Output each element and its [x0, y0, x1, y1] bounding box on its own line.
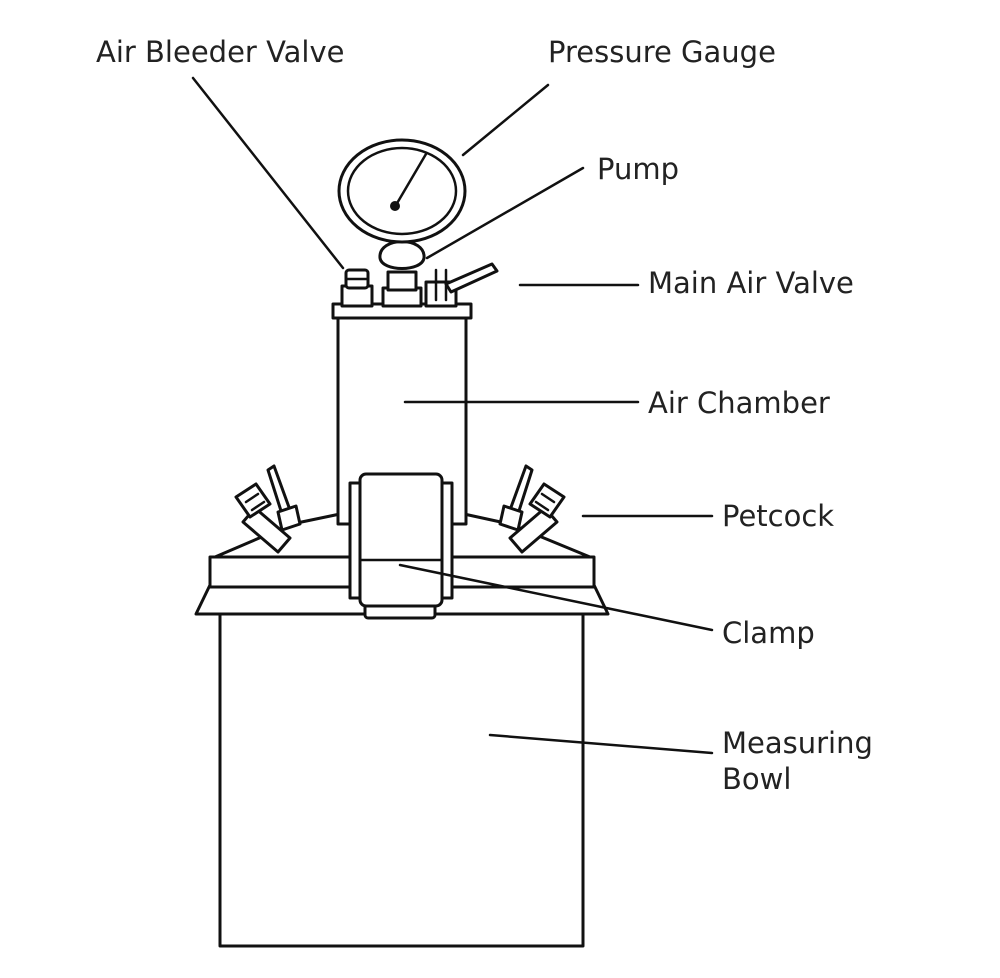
- measuring-bowl: [218, 612, 585, 948]
- leader-clamp: [398, 563, 714, 632]
- clamp: [348, 472, 454, 620]
- air-bleeder-valve: [340, 268, 374, 308]
- leader-measuring-bowl: [488, 733, 714, 755]
- pressure-gauge: [337, 138, 467, 244]
- petcock-right: [498, 464, 566, 554]
- label-measuring-bowl-line1: Measuring: [722, 726, 873, 760]
- label-measuring-bowl-line2: Bowl: [722, 762, 792, 796]
- petcock-left: [234, 464, 302, 554]
- label-air-chamber: Air Chamber: [648, 386, 830, 420]
- leader-pressure-gauge: [461, 83, 550, 157]
- label-air-bleeder-valve: Air Bleeder Valve: [96, 35, 345, 69]
- leader-lines: [191, 76, 714, 755]
- leader-pump: [425, 166, 585, 260]
- label-pressure-gauge: Pressure Gauge: [548, 35, 776, 69]
- pump: [378, 240, 426, 308]
- label-clamp: Clamp: [722, 616, 815, 650]
- label-petcock: Petcock: [722, 499, 835, 533]
- leader-air-bleeder-valve: [191, 76, 345, 270]
- main-air-valve: [424, 262, 499, 308]
- label-pump: Pump: [597, 152, 680, 186]
- label-main-air-valve: Main Air Valve: [648, 266, 854, 300]
